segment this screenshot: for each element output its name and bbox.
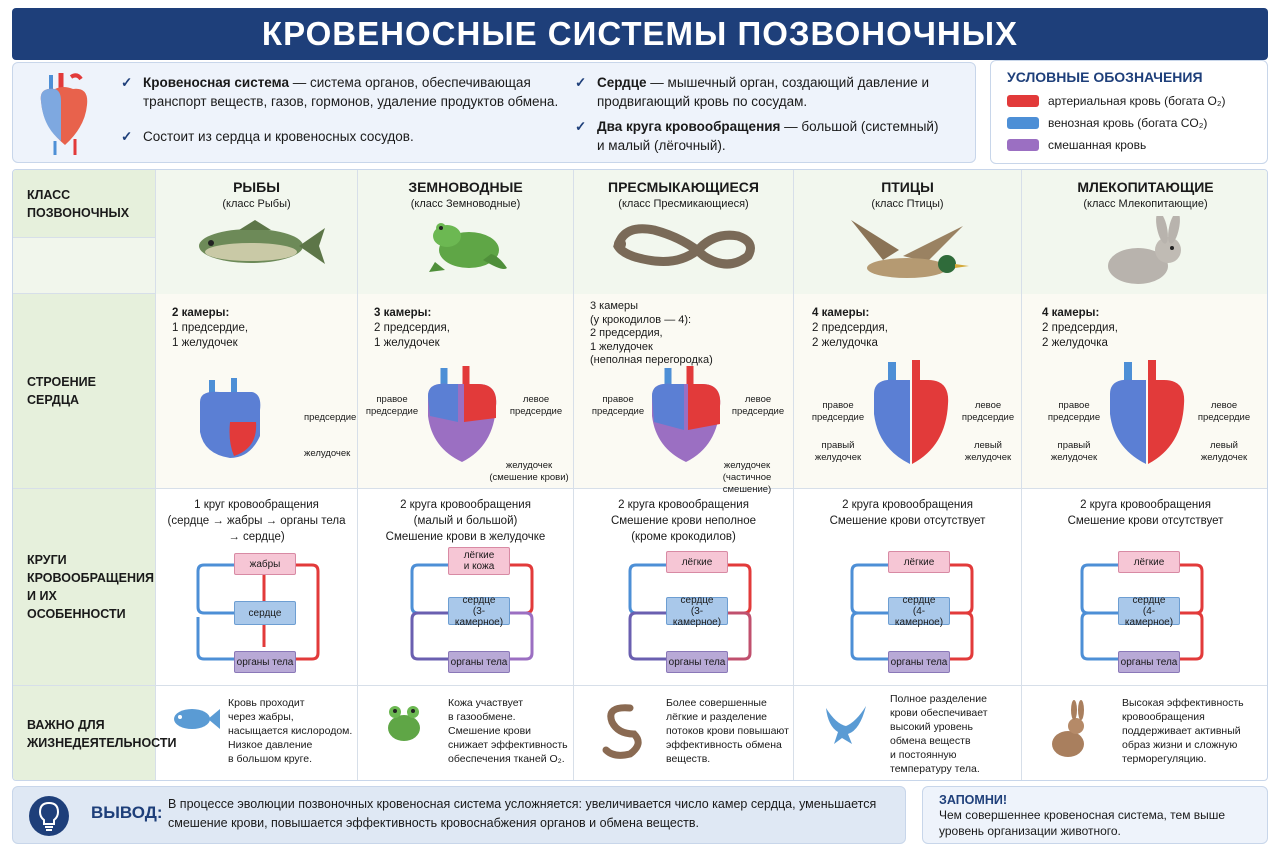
class-name: РЫБЫ [233, 179, 280, 195]
fish-icon [174, 709, 220, 729]
class-name: ПТИЦЫ [881, 179, 934, 195]
box-heart: сердце [234, 601, 296, 625]
box-lungs: лёгкие [666, 551, 728, 573]
amphibian-heart-icon [428, 366, 497, 462]
remember-panel: ЗАПОМНИ! Чем совершеннее кровеносная сис… [922, 786, 1268, 844]
heart-cell-fish: 2 камеры:1 предсердие,1 желудочек предсе… [156, 294, 358, 489]
bird-icon [826, 706, 866, 744]
fish-icon [198, 220, 325, 264]
class-subtitle: (класс Рыбы) [222, 198, 291, 210]
column-header-amphibians: ЗЕМНОВОДНЫЕ (класс Земноводные) [358, 170, 574, 294]
class-subtitle: (класс Пресмикающиеся) [618, 198, 749, 210]
heart-cell-birds: 4 камеры:2 предсердия,2 желудочка правое… [794, 294, 1022, 489]
check-icon: ✓ [121, 75, 133, 90]
heart-icon [40, 73, 88, 155]
mammal-heart-icon [1110, 360, 1185, 464]
remember-text: Чем совершеннее кровеносная система, тем… [939, 808, 1226, 838]
box-heart: сердце(4-камерное) [1118, 595, 1180, 628]
heart-cell-reptiles: 3 камеры(у крокодилов — 4):2 предсердия,… [574, 294, 794, 495]
frog-icon [428, 223, 507, 272]
intro-item-system: ✓ Кровеносная система — система органов,… [121, 75, 559, 109]
box-heart: сердце(4-камерное) [888, 595, 950, 628]
check-icon: ✓ [121, 129, 133, 144]
frog-icon [388, 706, 420, 741]
lightbulb-icon [29, 796, 69, 836]
legend-item-venous: венозная кровь (богата CO₂) [1007, 112, 1251, 134]
circulation-diagram-mammals [1080, 563, 1204, 661]
intro-item-composition: ✓ Состоит из сердца и кровеносных сосудо… [121, 129, 414, 144]
circulation-cell-fish: 1 круг кровообращения(сердце → жабры → о… [156, 489, 358, 686]
box-lungs: лёгкие [888, 551, 950, 573]
box-gills: жабры [234, 553, 296, 575]
legend-swatch [1007, 139, 1039, 151]
conclusion-text: В процессе эволюции позвоночных кровенос… [168, 797, 877, 830]
legend-item-arterial: артериальная кровь (богата O₂) [1007, 90, 1251, 112]
duck-icon [850, 220, 969, 278]
row-label-spacer [13, 238, 156, 294]
box-heart: сердце(3-камерное) [666, 595, 728, 628]
rabbit-icon [1107, 212, 1181, 284]
check-icon: ✓ [575, 75, 587, 90]
snake-icon [612, 224, 755, 269]
legend-item-mixed: смешанная кровь [1007, 134, 1251, 156]
class-subtitle: (класс Птицы) [871, 198, 944, 210]
title-bar: КРОВЕНОСНЫЕ СИСТЕМЫ ПОЗВОНОЧНЫХ [12, 8, 1268, 60]
box-body-organs: органы тела [448, 651, 510, 673]
column-header-birds: ПТИЦЫ (класс Птицы) [794, 170, 1022, 294]
box-body-organs: органы тела [1118, 651, 1180, 673]
circulation-cell-amphibians: 2 круга кровообращения(малый и большой)С… [358, 489, 574, 686]
circulation-diagram-fish [196, 563, 320, 661]
fish-heart-icon [200, 378, 261, 458]
legend-swatch [1007, 95, 1039, 107]
box-lungs: лёгкие [1118, 551, 1180, 573]
column-header-fish: РЫБЫ (класс Рыбы) [156, 170, 358, 294]
remember-title: ЗАПОМНИ! [939, 793, 1007, 807]
class-name: МЛЕКОПИТАЮЩИЕ [1077, 179, 1214, 195]
box-body-organs: органы тела [234, 651, 296, 673]
conclusion-panel: ВЫВОД: В процессе эволюции позвоночных к… [12, 786, 906, 844]
heart-cell-amphibians: 3 камеры:2 предсердия,1 желудочек правое… [358, 294, 574, 489]
box-body-organs: органы тела [888, 651, 950, 673]
class-subtitle: (класс Млекопитающие) [1083, 198, 1208, 210]
intro-item-heart: ✓ Сердце — мышечный орган, создающий дав… [575, 75, 930, 109]
circulation-diagram-birds [850, 563, 974, 661]
legend: УСЛОВНЫЕ ОБОЗНАЧЕНИЯ артериальная кровь … [990, 60, 1268, 164]
box-heart: сердце(3-камерное) [448, 595, 510, 628]
bird-heart-icon [874, 360, 949, 464]
legend-title: УСЛОВНЫЕ ОБОЗНАЧЕНИЯ [1007, 69, 1203, 85]
intro-item-circles: ✓ Два круга кровообращения — большой (си… [575, 119, 939, 153]
legend-swatch [1007, 117, 1039, 129]
intro-panel: ✓ Кровеносная система — система органов,… [12, 62, 976, 163]
circulation-diagram-reptiles [628, 563, 752, 661]
page-title: КРОВЕНОСНЫЕ СИСТЕМЫ ПОЗВОНОЧНЫХ [261, 15, 1019, 52]
column-header-mammals: МЛЕКОПИТАЮЩИЕ (класс Млекопитающие) [1022, 170, 1267, 294]
heart-cell-mammals: 4 камеры:2 предсердия,2 желудочка правое… [1022, 294, 1267, 489]
snake-icon [602, 704, 642, 759]
class-name: ПРЕСМЫКАЮЩИЕСЯ [608, 179, 759, 195]
box-body-organs: органы тела [666, 651, 728, 673]
class-name: ЗЕМНОВОДНЫЕ [408, 179, 523, 195]
conclusion-label: ВЫВОД: [91, 803, 163, 822]
reptile-heart-icon [652, 366, 721, 462]
check-icon: ✓ [575, 119, 587, 134]
class-subtitle: (класс Земноводные) [410, 198, 521, 210]
circulation-diagram-amphibians [410, 563, 534, 661]
column-header-reptiles: ПРЕСМЫКАЮЩИЕСЯ (класс Пресмикающиеся) [574, 170, 794, 294]
rabbit-icon [1052, 700, 1084, 757]
